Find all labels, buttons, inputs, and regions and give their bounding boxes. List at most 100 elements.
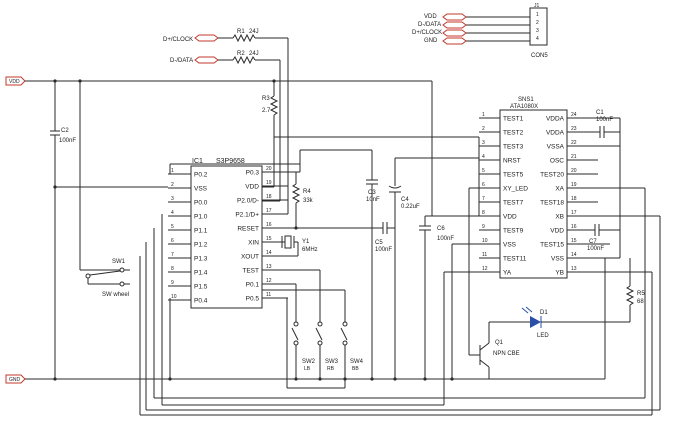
sns1-pin-4-number: 4 (482, 154, 485, 160)
c2-ref: C2 (61, 128, 69, 134)
ic1-pin-9-number: 9 (171, 280, 174, 286)
dplus-label: D+/CLOCK (163, 37, 193, 43)
ic1-pin-16-name: RESET (237, 226, 259, 233)
ic1-pin-16-number: 16 (266, 222, 272, 228)
ic1-pin-18-number: 18 (266, 194, 272, 200)
resistor-r2: R2 24J (218, 51, 281, 202)
ic1-pin-4-name: P1.0 (194, 214, 208, 221)
sns1-ata1080x: SNS1 ATA1080X 1TEST12TEST23TEST34NRST5TE… (479, 97, 588, 279)
sns1-pin-22-name: VSSA (547, 144, 565, 151)
sns1-pin-21-name: OSC (550, 158, 564, 165)
sns1-pin-8-name: VDD (503, 214, 517, 221)
ic1-pin-3-number: 3 (171, 196, 174, 202)
sw1-ref: SW1 (112, 259, 126, 265)
q1-ref: Q1 (495, 340, 504, 346)
ic1-pin-15-name: XIN (248, 240, 259, 247)
c1-ref: C1 (596, 110, 604, 116)
transistor-q1: Q1 NPN CBE (479, 322, 520, 379)
r2-ref: R2 (237, 51, 245, 57)
r1-value: 24J (249, 29, 259, 35)
ic1-pin-17-number: 17 (266, 208, 272, 214)
sns1-left-pins: 1TEST12TEST23TEST34NRST5TEST56XY_LED7TES… (479, 112, 528, 277)
capacitor-c2: C2 100nF (50, 81, 76, 379)
sns1-pin-19-number: 19 (571, 182, 577, 188)
j1-pin-4: 4 (536, 36, 539, 42)
ic1-pin-7-name: P1.3 (194, 256, 208, 263)
switch-sw4: SW4 BB (262, 289, 364, 379)
sns1-pin-14-name: VSS (551, 256, 565, 263)
sns1-pin-7-name: TEST7 (503, 200, 524, 207)
sns1-pin-10-name: VSS (503, 242, 517, 249)
sns1-pin-23-number: 23 (571, 126, 577, 132)
ic1-pin-19-number: 19 (266, 180, 272, 186)
capacitor-c6: C6 100nF (419, 215, 454, 379)
sns1-pin-4-name: NRST (503, 158, 521, 165)
ic1-pin-14-number: 14 (266, 250, 272, 256)
sns1-pin-1-name: TEST1 (503, 116, 524, 123)
sns1-wiring: C1 100nF C7 100nF (140, 110, 661, 416)
r1-ref: R1 (237, 29, 245, 35)
c1-value: 100nF (596, 117, 613, 123)
switch-sw3: SW3 RB (315, 318, 339, 379)
sns1-pin-9-number: 9 (482, 224, 485, 230)
c6-ref: C6 (437, 226, 445, 232)
sns1-pin-12-name: YA (503, 270, 512, 277)
ic1-pin-6-name: P1.2 (194, 242, 208, 249)
sns1-part: ATA1080X (510, 104, 538, 110)
ic1-pin-14-name: XOUT (241, 254, 259, 261)
sns1-pin-3-number: 3 (482, 140, 485, 146)
d1-label: LED (537, 333, 549, 339)
j1-ref: J1 (534, 3, 540, 9)
j1-label-gnd: GND (424, 38, 438, 44)
r3-ref: R3 (262, 96, 270, 102)
r3-value: 2.7 (262, 108, 271, 114)
sns1-pin-17-name: XB (555, 214, 564, 221)
sns1-pin-10-number: 10 (482, 238, 488, 244)
j1-label-dminus: D-/DATA (418, 22, 441, 28)
sns1-pin-15-number: 15 (571, 238, 577, 244)
sns1-pin-16-name: VDD (550, 228, 564, 235)
ic1-pin-8-name: P1.4 (194, 270, 208, 277)
c5-ref: C5 (375, 240, 383, 246)
sw3-label: RB (327, 366, 335, 372)
sns1-pin-21-number: 21 (571, 154, 577, 160)
ic1-pin-1-number: 1 (171, 168, 174, 174)
sns1-pin-18-name: TEST18 (540, 200, 564, 207)
capacitor-c3: C3 10nF (299, 149, 380, 379)
ic1-pin-5-name: P1.1 (194, 228, 208, 235)
sw4-ref: SW4 (350, 359, 364, 365)
ic1-pin-8-number: 8 (171, 266, 174, 272)
capacitor-c4: C4 0.22uF (388, 157, 479, 228)
y1-ref: Y1 (302, 239, 310, 245)
connector-j1: J1 CON5 1 2 3 4 VDD D-/DATA D+/CLOCK GND (412, 3, 548, 59)
vdd-rail: VDD (5, 76, 433, 216)
sns1-pin-3-name: TEST3 (503, 144, 524, 151)
vdd-rail-label: VDD (9, 79, 20, 85)
resistor-r5: R5 68 (560, 258, 645, 323)
c4-value: 0.22uF (401, 204, 420, 210)
j1-name: CON5 (531, 53, 548, 59)
c7-ref: C7 (589, 239, 597, 245)
sns1-pin-15-name: TEST15 (540, 242, 564, 249)
sns1-right-pins: 24VDDA23VDDA22VSSA21OSC20TEST2019XA18TES… (540, 112, 588, 277)
net-label-dplus: D+/CLOCK (163, 34, 219, 43)
sns1-pin-23-name: VDDA (546, 130, 565, 137)
sns1-pin-12-number: 12 (482, 266, 488, 272)
ic1-pin-13-number: 13 (266, 264, 272, 270)
ic1-pin-3-name: P0.0 (194, 200, 208, 207)
j1-pin-1: 1 (536, 12, 539, 18)
sns1-pin-24-number: 24 (571, 112, 577, 118)
switch-sw1: SW1 SW wheel (85, 259, 130, 298)
r4-ref: R4 (303, 189, 311, 195)
ic1-pin-12-name: P0.1 (246, 282, 260, 289)
c4-ref: C4 (401, 197, 409, 203)
d1-ref: D1 (540, 310, 548, 316)
c3-value: 10nF (366, 197, 380, 203)
sns1-pin-20-name: TEST20 (540, 172, 564, 179)
gnd-rail: GND (5, 258, 606, 384)
r4-value: 33k (303, 198, 314, 204)
switch-sw2: SW2 LB (291, 318, 316, 379)
sns1-pin-24-name: VDDA (546, 116, 565, 123)
j1-label-vdd: VDD (424, 14, 437, 20)
